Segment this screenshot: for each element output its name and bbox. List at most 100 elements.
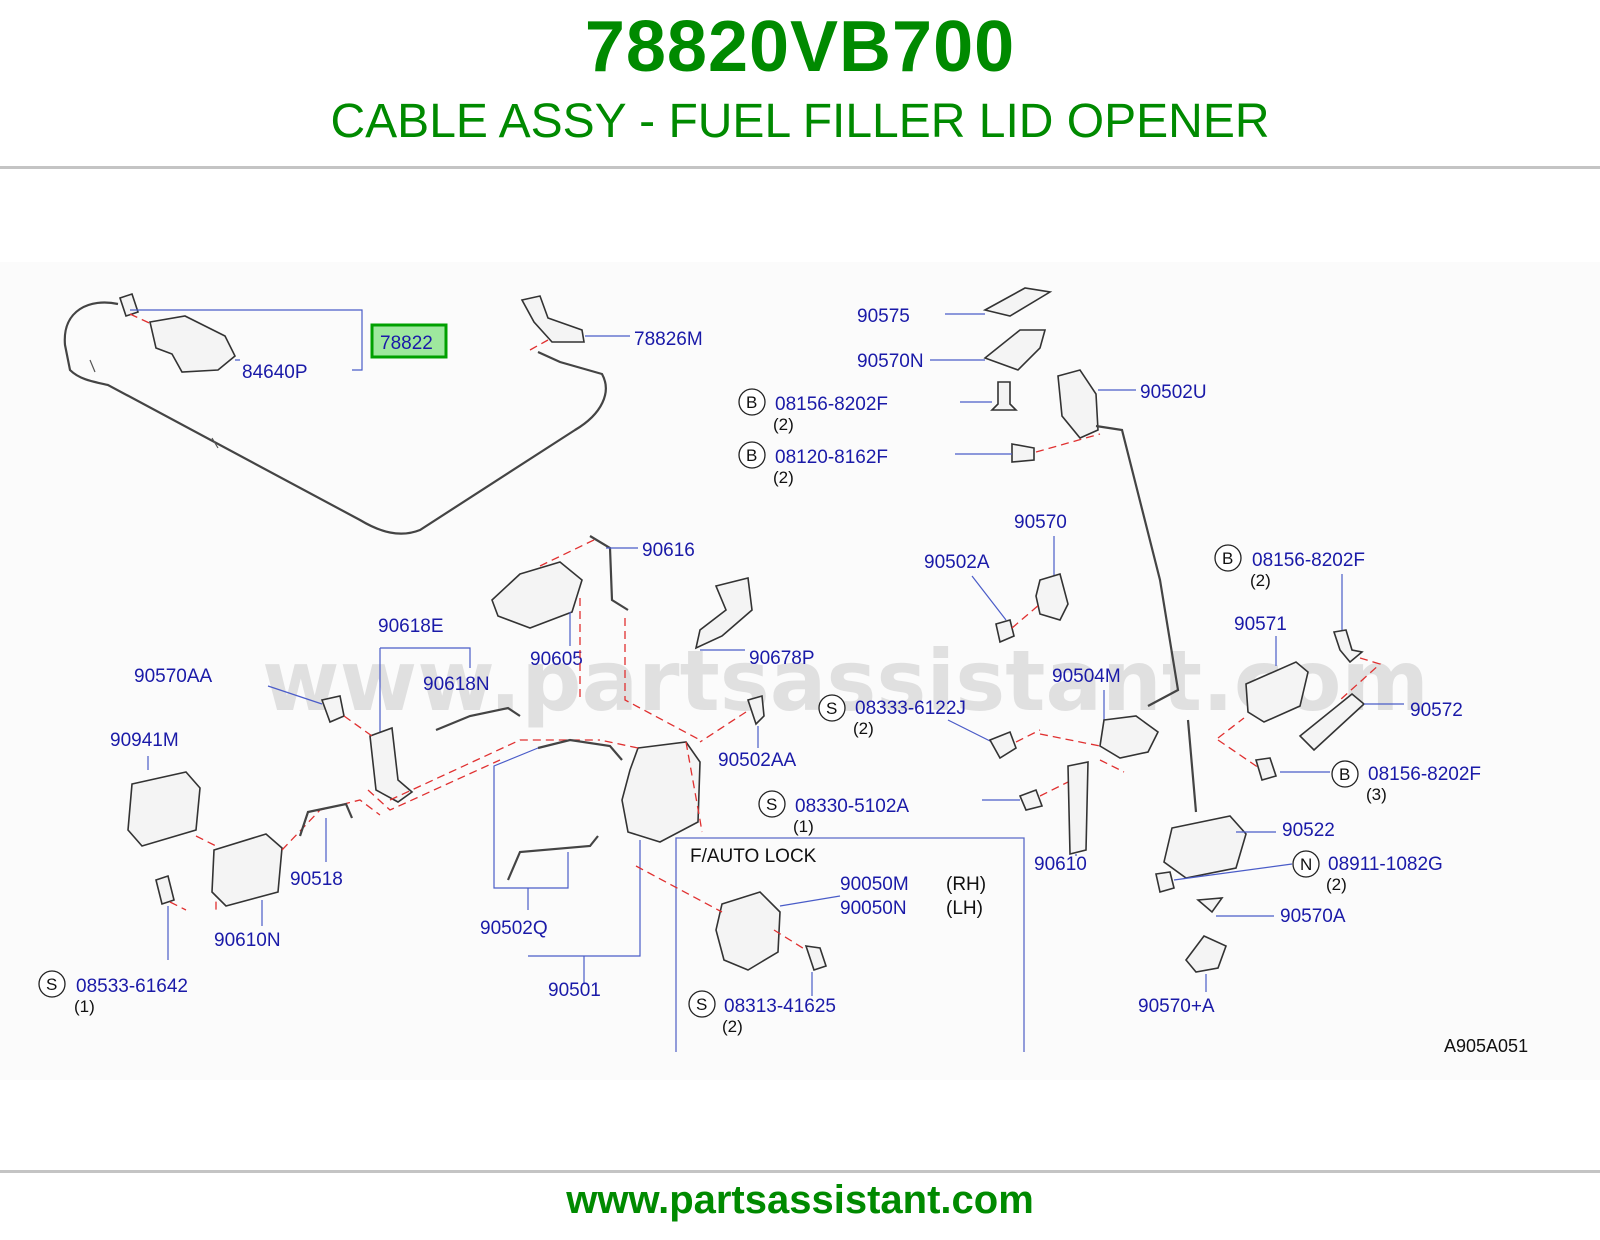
- label-90502AA[interactable]: 90502AA: [718, 750, 797, 771]
- label-90570N[interactable]: 90570N: [857, 351, 924, 372]
- label-08333-6122J[interactable]: 08333-6122J: [855, 698, 966, 719]
- part-name-subtitle: CABLE ASSY - FUEL FILLER LID OPENER: [330, 95, 1270, 148]
- prefix-B: B: [1222, 549, 1233, 568]
- dash-line: [1035, 433, 1101, 453]
- actuator-90050: [715, 891, 781, 971]
- footer-divider: [0, 1170, 1600, 1173]
- prefix-circle-S: [758, 790, 786, 818]
- leader-90501: [528, 840, 641, 984]
- bolt: [1332, 629, 1364, 664]
- label-08911-1082G[interactable]: 08911-1082G: [1328, 854, 1443, 875]
- prefix-circle-S: [818, 694, 846, 722]
- prefix-N: N: [1300, 855, 1312, 874]
- label-90522[interactable]: 90522: [1282, 820, 1335, 841]
- qty: (2): [1250, 571, 1271, 590]
- screw-08313: [804, 945, 828, 972]
- opener-handle-84640P: [149, 315, 237, 373]
- label-90570A[interactable]: 90570A: [1280, 906, 1346, 927]
- label-90678P[interactable]: 90678P: [749, 648, 815, 669]
- prefix-S: S: [766, 795, 777, 814]
- label-90605[interactable]: 90605: [530, 649, 583, 670]
- label-90575[interactable]: 90575: [857, 306, 910, 327]
- label-08156-8202F-c[interactable]: 08156-8202F: [1368, 764, 1481, 785]
- label-90504M[interactable]: 90504M: [1052, 666, 1121, 687]
- screw-08330: [1018, 788, 1044, 811]
- footer-url[interactable]: www.partsassistant.com: [566, 1178, 1034, 1222]
- part-90941M: [127, 771, 201, 847]
- label-90572[interactable]: 90572: [1410, 700, 1463, 721]
- part-90575: [982, 287, 1053, 317]
- qty: (2): [853, 719, 874, 738]
- prefix-circle-B: [1214, 544, 1242, 572]
- dash-line: [699, 711, 747, 743]
- prefix-circle-S: [38, 970, 66, 998]
- diagram-panel: [0, 262, 1600, 1080]
- label-90501[interactable]: 90501: [548, 980, 601, 1001]
- label-90610N[interactable]: 90610N: [214, 930, 281, 951]
- dash-line: [539, 537, 599, 567]
- label-08156-8202F-a[interactable]: 08156-8202F: [775, 394, 888, 415]
- dash-line: [1039, 779, 1073, 797]
- dash-line: [599, 739, 703, 833]
- rod-90618N: [435, 706, 521, 732]
- leader-90502Q: [493, 747, 569, 910]
- dash-line: [1339, 657, 1382, 701]
- label-90502U[interactable]: 90502U: [1140, 382, 1207, 403]
- label-08156-8202F-b[interactable]: 08156-8202F: [1252, 550, 1365, 571]
- dash-line: [1015, 729, 1041, 743]
- label-90571[interactable]: 90571: [1234, 614, 1287, 635]
- label-84640P[interactable]: 84640P: [242, 362, 308, 383]
- rod-90504M: [1095, 424, 1198, 813]
- prefix-B: B: [746, 393, 757, 412]
- highlighted-part-box[interactable]: [370, 323, 448, 359]
- part-90504M: [1099, 715, 1160, 759]
- header-divider: [0, 166, 1600, 169]
- label-90616[interactable]: 90616: [642, 540, 695, 561]
- dash-line: [169, 901, 187, 911]
- label-08313-41625[interactable]: 08313-41625: [724, 996, 836, 1017]
- label-90050M[interactable]: 90050M: [840, 874, 909, 895]
- label-90610[interactable]: 90610: [1034, 854, 1087, 875]
- dash-line: [1011, 603, 1041, 629]
- label-90618E[interactable]: 90618E: [378, 616, 444, 637]
- prefix-circle-B: [1331, 760, 1359, 788]
- leader: [1173, 863, 1293, 881]
- label-90050N[interactable]: 90050N: [840, 898, 907, 919]
- dash-line: [635, 865, 807, 951]
- prefix-circle-B: [738, 441, 766, 469]
- label-90570[interactable]: 90570: [1014, 512, 1067, 533]
- label-08120-8162F[interactable]: 08120-8162F: [775, 447, 888, 468]
- label-rh: (RH): [946, 874, 986, 895]
- rod-90616: [589, 535, 629, 611]
- prefix-S: S: [46, 975, 57, 994]
- label-90518[interactable]: 90518: [290, 869, 343, 890]
- label-90570AA[interactable]: 90570AA: [134, 666, 213, 687]
- label-90570+A[interactable]: 90570+A: [1138, 996, 1215, 1017]
- part-90502U: [1057, 369, 1099, 439]
- label-08533-61642[interactable]: 08533-61642: [76, 976, 188, 997]
- screw-08533: [155, 874, 175, 906]
- prefix-B: B: [746, 446, 757, 465]
- qty: (2): [1326, 875, 1347, 894]
- label-90502A[interactable]: 90502A: [924, 552, 990, 573]
- dash-line: [1217, 717, 1263, 771]
- label-90941M[interactable]: 90941M: [110, 730, 179, 751]
- page-header: 78820VB700 CABLE ASSY - FUEL FILLER LID …: [0, 0, 1600, 168]
- striker-90570: [1035, 572, 1069, 621]
- prefix-B: B: [1339, 765, 1350, 784]
- label-90502Q[interactable]: 90502Q: [480, 918, 548, 939]
- prefix-circle-N: [1292, 850, 1320, 878]
- leader-90618E: [379, 647, 471, 740]
- dash-line: [529, 339, 549, 351]
- label-lh: (LH): [946, 898, 983, 919]
- bolt: [990, 381, 1018, 411]
- part-90570N: [983, 329, 1047, 371]
- label-78822[interactable]: 78822: [380, 333, 433, 354]
- lid-lock-78826M: [520, 295, 585, 343]
- label-08330-5102A[interactable]: 08330-5102A: [795, 796, 909, 817]
- qty: (2): [722, 1017, 743, 1036]
- part-90678P: [694, 577, 753, 650]
- label-90618N[interactable]: 90618N: [423, 674, 490, 695]
- label-78826M[interactable]: 78826M: [634, 329, 703, 350]
